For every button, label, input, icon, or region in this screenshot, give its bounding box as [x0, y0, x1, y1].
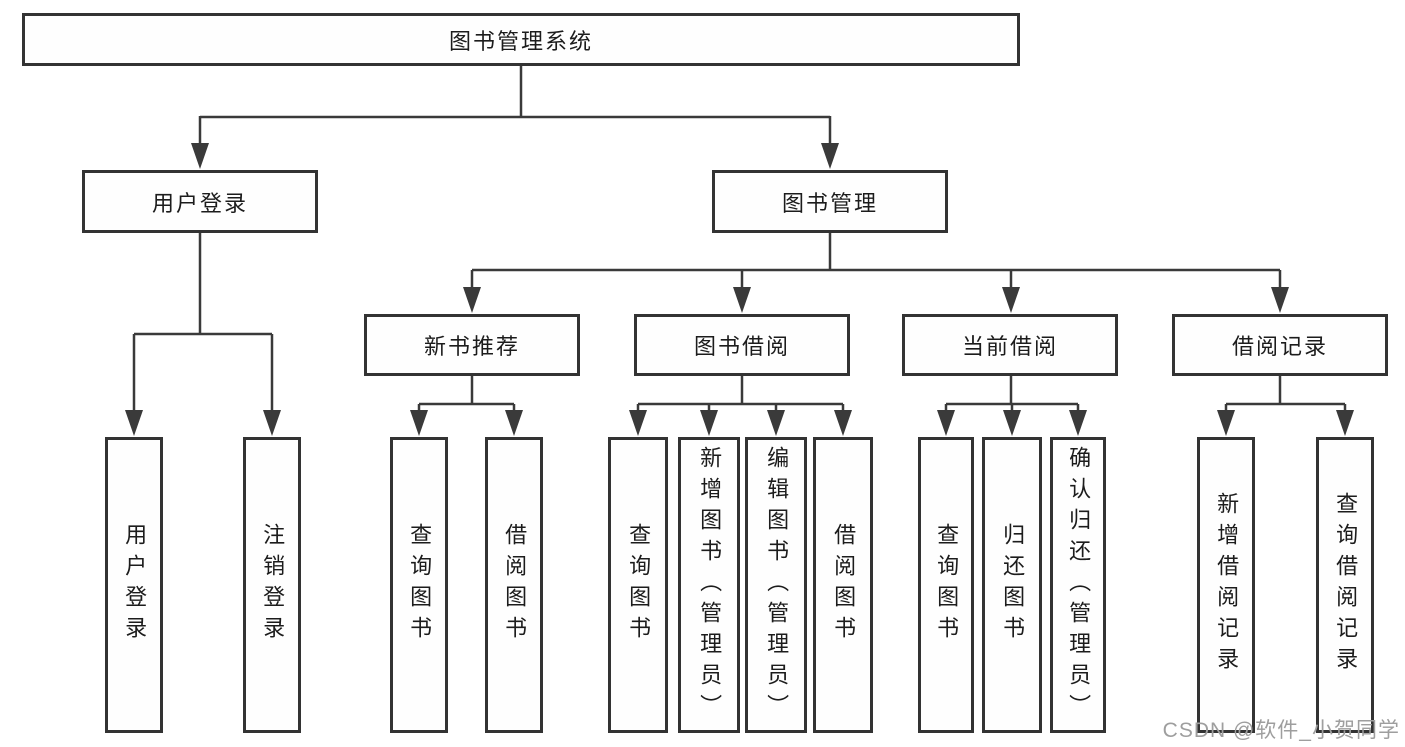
node-borrowing-records: 借阅记录	[1172, 314, 1388, 376]
node-leaf-add-borrow-record: 新增借阅记录	[1197, 437, 1255, 733]
node-leaf-borrow-books-recommend: 借阅图书	[485, 437, 543, 733]
connector-book-management-to-level3	[463, 233, 1289, 313]
connector-current-borrowing-to-leaves	[937, 376, 1087, 436]
connector-book-borrowing-to-leaves	[629, 376, 852, 436]
node-book-borrowing: 图书借阅	[634, 314, 850, 376]
csdn-watermark: CSDN @软件_小贺同学	[1162, 719, 1400, 742]
node-leaf-query-books-recommend: 查询图书	[390, 437, 448, 733]
node-leaf-query-books-borrowing: 查询图书	[608, 437, 668, 733]
node-root: 图书管理系统	[22, 13, 1020, 66]
node-leaf-confirm-return-admin: 确认归还（管理员）	[1050, 437, 1106, 733]
node-new-book-recommend: 新书推荐	[364, 314, 580, 376]
node-leaf-borrow-books-borrowing: 借阅图书	[813, 437, 873, 733]
node-book-management: 图书管理	[712, 170, 948, 233]
node-user-login: 用户登录	[82, 170, 318, 233]
node-leaf-add-books-admin: 新增图书（管理员）	[678, 437, 740, 733]
connector-root-to-level2	[191, 66, 839, 169]
node-leaf-logout: 注销登录	[243, 437, 301, 733]
node-leaf-query-borrow-record: 查询借阅记录	[1316, 437, 1374, 733]
node-leaf-edit-books-admin: 编辑图书（管理员）	[745, 437, 807, 733]
node-current-borrowing: 当前借阅	[902, 314, 1118, 376]
connector-user-login-to-leaves	[125, 233, 281, 436]
node-leaf-user-login: 用户登录	[105, 437, 163, 733]
node-leaf-query-books-current: 查询图书	[918, 437, 974, 733]
connector-new-book-recommend-to-leaves	[410, 376, 523, 436]
node-leaf-return-books: 归还图书	[982, 437, 1042, 733]
connector-borrowing-records-to-leaves	[1217, 376, 1354, 436]
